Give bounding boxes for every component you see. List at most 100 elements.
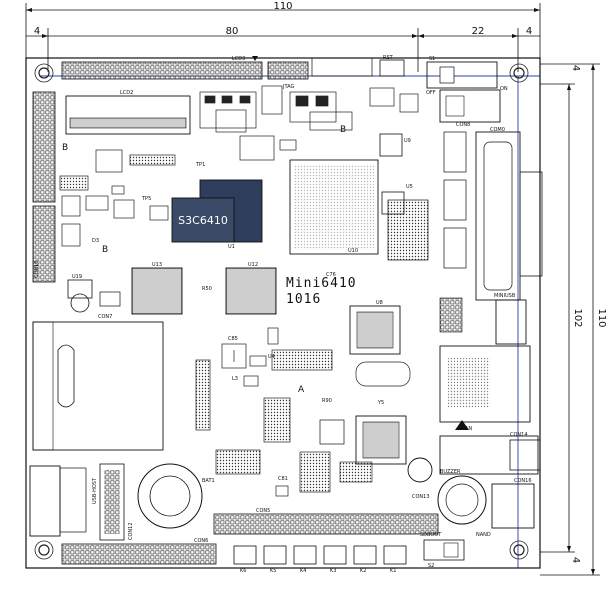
dimension-arrows — [26, 8, 595, 575]
usb-host-label: USB-HOST — [92, 477, 98, 504]
com0-db9 — [475, 131, 521, 301]
u1-label: U1 — [228, 244, 235, 250]
u9-label: U9 — [404, 138, 411, 144]
user-buttons — [233, 545, 407, 565]
lan-marker — [455, 420, 469, 430]
serial-headers — [443, 131, 467, 269]
buzzer-label: BUZZER — [440, 469, 461, 475]
serial-led-block — [311, 57, 373, 77]
dim-top-total: 110 — [273, 1, 292, 12]
rs232-chips — [387, 199, 429, 261]
s1-power-switch — [426, 61, 498, 89]
center-passives — [221, 327, 411, 443]
key-k6: K6 — [240, 568, 246, 574]
con10-header-bottom — [32, 205, 56, 283]
battery-cell — [149, 475, 191, 517]
c81-label: C81 — [278, 476, 288, 482]
bat1-label: BAT1 — [202, 478, 215, 484]
u10-pins — [294, 164, 374, 250]
con8-power-jack — [439, 89, 501, 123]
cpu-chip — [171, 197, 235, 243]
miniusb-connector — [495, 299, 527, 345]
u5-label: U5 — [406, 184, 413, 190]
r50-label: R50 — [202, 286, 212, 292]
rst-label: RST — [383, 55, 394, 61]
eth-passives — [339, 461, 373, 483]
dim-right-top-margin: 4 — [570, 65, 581, 71]
s2-boot-switch — [423, 539, 465, 561]
u10-label: U10 — [348, 248, 358, 254]
nand-label: NAND — [476, 532, 491, 538]
on-label: ON — [500, 86, 508, 92]
usb-power-header — [439, 297, 463, 333]
dimension-lines — [25, 3, 600, 576]
usb-host-port — [29, 465, 61, 537]
dim-top-span: 80 — [226, 26, 239, 37]
con14-label: CON14 — [510, 432, 528, 438]
top-passive-cluster — [95, 85, 419, 173]
con5-label: CON5 — [256, 508, 270, 514]
ethernet-pins — [362, 421, 400, 459]
buzzer-body — [407, 457, 433, 483]
con7-label: CON7 — [98, 314, 112, 320]
key-k4: K4 — [300, 568, 306, 574]
y5-label: Y5 — [377, 400, 384, 406]
con5-header — [213, 513, 439, 535]
sd-slot-edge — [32, 321, 54, 451]
con16-connector — [491, 483, 535, 529]
u9-regulator — [379, 133, 403, 157]
com0-flange — [519, 171, 543, 277]
con12-label: CON12 — [128, 522, 134, 540]
con13-label: CON13 — [412, 494, 430, 500]
lcd3-pin1-marker — [252, 56, 258, 61]
sd-card-slot — [32, 321, 164, 451]
u19-cap — [70, 293, 90, 313]
miniusb-label: MINIUSB — [494, 293, 516, 299]
con12-connector — [99, 463, 125, 541]
lan-pins — [448, 358, 490, 408]
l3-label: L3 — [232, 376, 238, 382]
u19-regulator — [67, 279, 93, 299]
model-revision: 1016 — [286, 292, 321, 307]
key-k2: K2 — [360, 568, 366, 574]
model-name: Mini6410 — [286, 276, 357, 291]
con10-header-top — [32, 91, 56, 203]
battery-holder — [137, 463, 203, 529]
s2-label: S2 — [428, 563, 434, 569]
audio-jack-con16-inner — [445, 483, 479, 517]
lcd3-label: LCD3 — [232, 56, 245, 62]
letter-b-top: B — [62, 143, 68, 153]
dim-right-span: 102 — [572, 308, 583, 327]
u8-chip — [349, 305, 401, 355]
cpu-label: S3C6410 — [178, 214, 228, 227]
jtag-label: JTAG — [282, 84, 294, 90]
u13-label: U13 — [152, 262, 162, 268]
u10-chip — [289, 159, 379, 255]
lcd2-pins — [69, 117, 187, 129]
s1-lever — [439, 66, 455, 84]
com0-label: COM0 — [490, 127, 505, 133]
left-mid-cluster — [59, 175, 169, 247]
lcd2-label: LCD2 — [120, 90, 133, 96]
rst-switch — [379, 59, 405, 77]
con12-pins — [104, 470, 120, 534]
ethernet-chip — [355, 415, 407, 465]
com0-shell — [483, 141, 513, 291]
ethernet-crystal — [319, 419, 345, 445]
board-outline — [25, 57, 541, 569]
c76-label: C76 — [326, 272, 336, 278]
mounting-holes — [34, 63, 529, 560]
con8-label: CON8 — [456, 122, 470, 128]
dim-top-right-margin: 4 — [526, 26, 532, 37]
con10-label: CON10 — [34, 260, 40, 278]
bottom-passives — [195, 359, 331, 497]
audio-jack-con16-ring — [437, 475, 487, 525]
u13-chip — [131, 267, 183, 315]
con6-label: CON6 — [194, 538, 208, 544]
dim-top-left-margin: 4 — [34, 26, 40, 37]
jtag-header — [267, 61, 309, 80]
s1-label: S1 — [429, 56, 435, 62]
u12-chip — [225, 267, 277, 315]
u4-label: U4 — [268, 354, 275, 360]
